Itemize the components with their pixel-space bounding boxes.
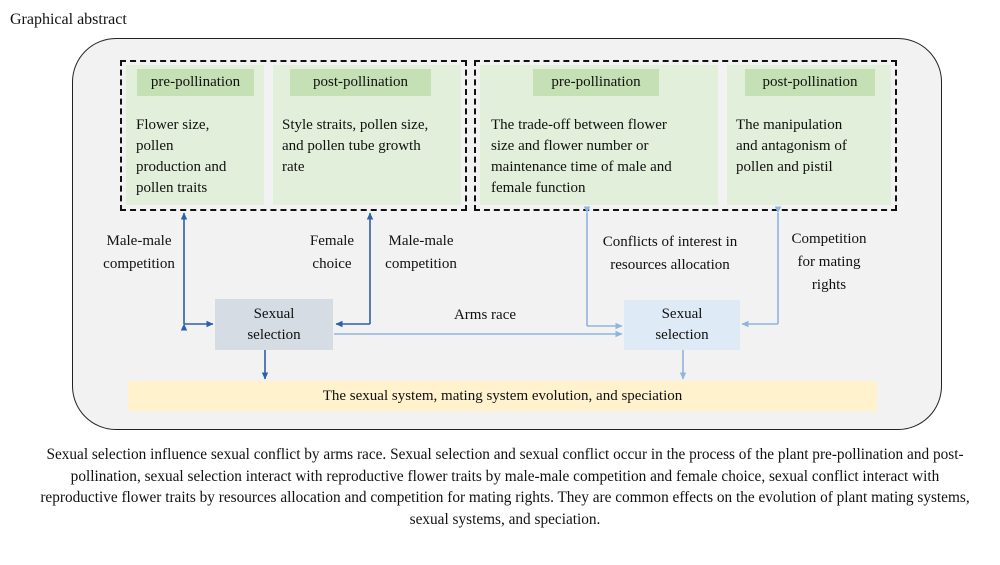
right-post-pollination-text: The manipulation and antagonism of polle… <box>736 117 847 175</box>
right-pre-pollination-header: pre-pollination <box>533 69 659 96</box>
left-pre-pollination-text: Flower size, pollen production and polle… <box>136 117 227 196</box>
label-arms-race: Arms race <box>453 307 517 323</box>
right-pre-pollination-text: The trade-off between flower size and fl… <box>491 117 672 196</box>
evolution-outcome-bar: The sexual system, mating system evoluti… <box>128 381 877 411</box>
right-post-pollination-header: post-pollination <box>745 69 875 96</box>
caption-text: Sexual selection influence sexual confli… <box>40 446 970 528</box>
right-dashed-group <box>474 60 897 211</box>
left-post-pollination-text: Style straits, pollen size, and pollen t… <box>282 117 429 175</box>
left-pre-pollination-header: pre-pollination <box>137 69 254 96</box>
left-dashed-group <box>120 60 467 211</box>
left-post-pollination-header: post-pollination <box>290 69 431 96</box>
graphical-abstract-title: Graphical abstract <box>10 11 127 28</box>
